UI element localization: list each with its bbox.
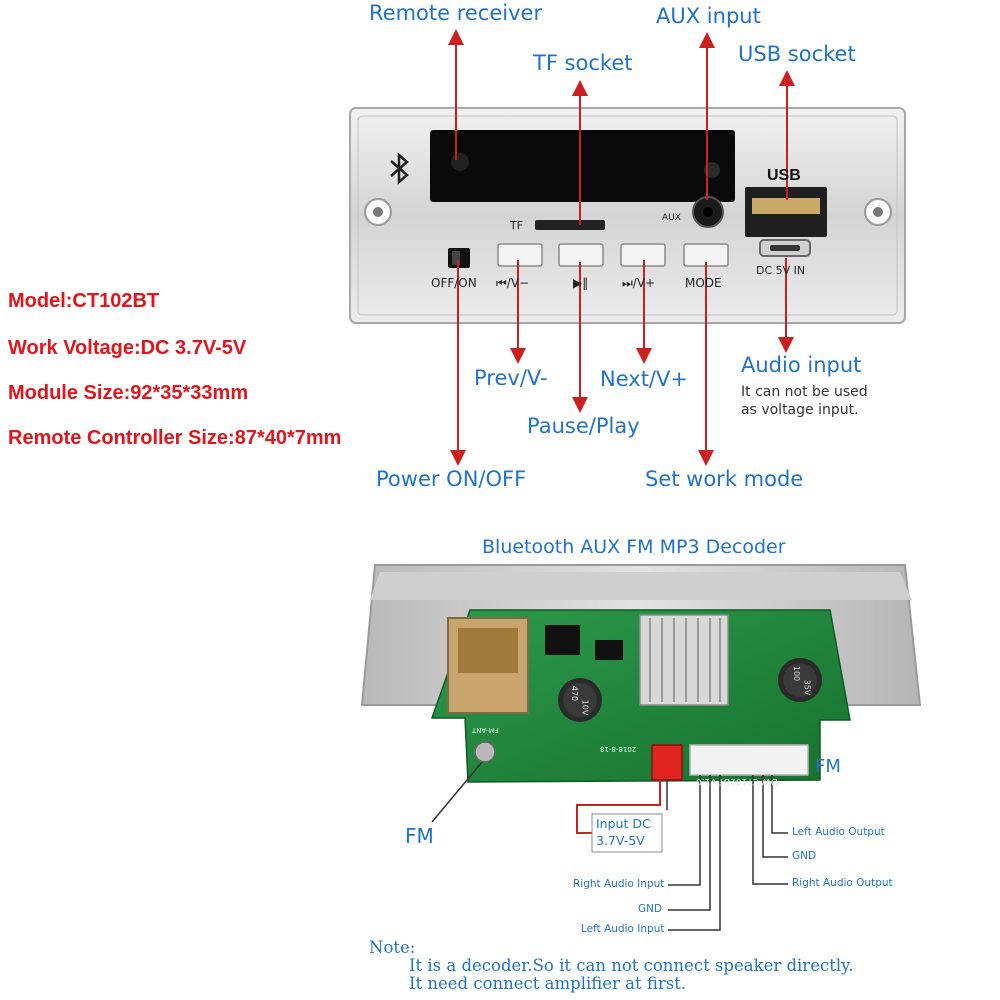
panel-usb-label: USB [767,167,801,184]
callout-power: Power ON/OFF [376,467,527,491]
pin-lines [666,775,788,931]
cap-left-voltage: 10V [580,699,590,716]
panel-btn-play: ▶‖ [573,276,589,290]
spec-remote-size: Remote Controller Size:87*40*7mm [8,427,342,449]
decoder-board [360,564,922,783]
callout-prev: Prev/V- [474,366,548,390]
callout-tf-socket: TF socket [533,51,633,75]
callout-remote-receiver: Remote receiver [369,1,543,25]
pin-left-audio-output: Left Audio Output [792,826,885,838]
pin-gnd-right: GND [792,850,817,862]
input-dc-box [591,813,663,853]
callout-next: Next/V+ [600,367,688,391]
decoder-title: Bluetooth AUX FM MP3 Decoder [482,536,786,558]
callout-fm: FM [405,824,434,848]
spec-module-size: Module Size:92*35*33mm [8,382,249,404]
audio-input-hint-1: It can not be used [741,384,868,400]
cap-left-value: 470 [570,685,580,702]
callout-fm-side: FM [815,756,841,777]
callout-audio-input: Audio input [741,353,862,377]
spec-model: Model:CT102BT [8,290,160,312]
power-wire [576,780,661,834]
note-title: Note: [369,938,416,957]
fm-arrow [431,761,483,823]
pin-input-dc-1: Input DC [596,816,651,831]
panel-dc-label: DC 5V IN [756,264,806,277]
panel-btn-prev: ⏮/V− [496,276,530,290]
pin-left-audio-input: Left Audio Input [581,923,665,935]
board-silkscreen: DW-CT102BT-V1.0 [696,776,778,786]
pin-input-dc-2: 3.7V-5V [596,833,645,848]
panel-aux-label: AUX [662,213,681,223]
panel-off-on: OFF/ON [431,276,477,290]
callout-pause-play: Pause/Play [527,414,640,438]
audio-input-hint-2: as voltage input. [741,402,859,418]
callout-set-mode: Set work mode [645,467,804,491]
board-date: 2018-8-18 [600,745,637,753]
spec-voltage: Work Voltage:DC 3.7V-5V [8,337,247,359]
callout-aux-input: AUX input [656,4,761,28]
cap-right-value: 100 [792,665,802,682]
pin-right-audio-input: Right Audio Input [573,878,665,890]
panel-btn-next: ⏭/V+ [622,276,656,290]
bluetooth-icon [390,152,409,185]
callout-usb-socket: USB socket [738,42,856,66]
board-fm-ant: FM-ANT [472,726,499,734]
panel-btn-mode: MODE [685,276,722,290]
note-line-1: It is a decoder.So it can not connect sp… [409,956,854,975]
note-line-2: It need connect amplifier at first. [409,974,687,993]
pin-right-audio-output: Right Audio Output [792,877,893,889]
pin-gnd-left: GND [638,903,663,915]
cap-right-voltage: 35V [802,679,812,696]
panel-tf-label: TF [510,219,524,232]
callout-arrows [448,29,795,466]
